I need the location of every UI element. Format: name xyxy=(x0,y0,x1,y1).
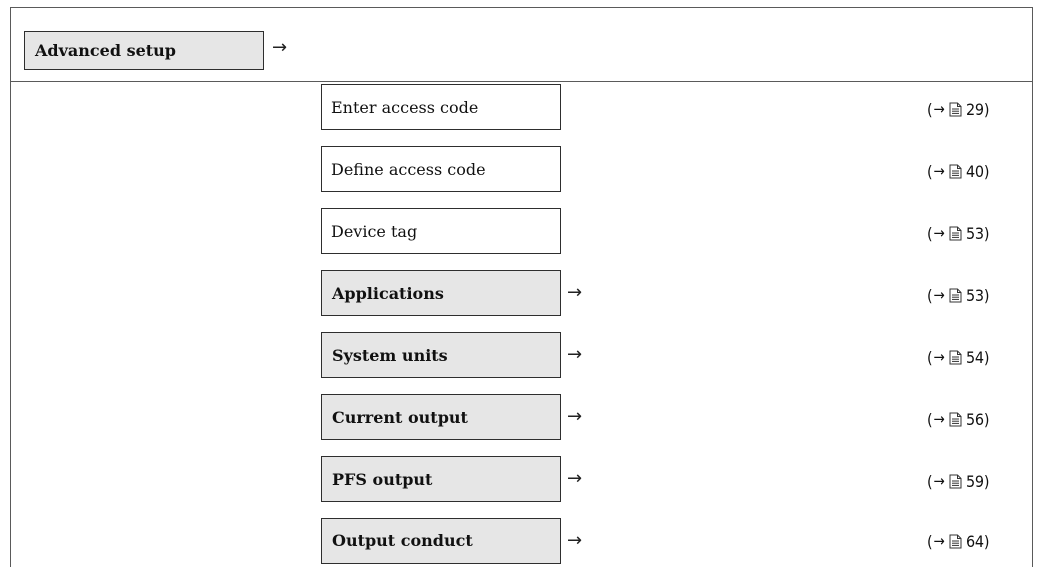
header-divider xyxy=(10,81,1033,82)
page-reference-icon xyxy=(949,288,962,302)
page-reference: (→ 40) xyxy=(927,161,990,181)
item-label: Enter access code xyxy=(331,97,479,117)
applications-submenu[interactable]: Applications xyxy=(321,270,561,316)
page-number: 54 xyxy=(965,347,984,367)
page-reference-icon xyxy=(949,412,962,426)
item-label: System units xyxy=(332,345,448,365)
page-reference-icon xyxy=(949,102,962,116)
page-reference: (→ 64) xyxy=(927,531,990,551)
system-units-submenu[interactable]: System units xyxy=(321,332,561,378)
item-label: Current output xyxy=(332,407,468,427)
current-output-submenu[interactable]: Current output xyxy=(321,394,561,440)
item-label: Define access code xyxy=(331,159,486,179)
item-label: Applications xyxy=(332,283,444,303)
system-units-arrow-icon: → xyxy=(567,344,583,365)
page-reference: (→ 59) xyxy=(927,471,990,491)
page-number: 64 xyxy=(965,531,984,551)
page-reference: (→ 53) xyxy=(927,223,990,243)
advanced-setup-arrow-icon: → xyxy=(272,37,288,58)
page-reference: (→ 29) xyxy=(927,99,990,119)
page-reference: (→ 56) xyxy=(927,409,990,429)
pfs-output-arrow-icon: → xyxy=(567,468,583,489)
page-reference-icon xyxy=(949,226,962,240)
item-label: Device tag xyxy=(331,221,418,241)
advanced-setup-menu[interactable]: Advanced setup xyxy=(24,31,264,70)
define-access-code-parameter[interactable]: Define access code xyxy=(321,146,561,192)
current-output-arrow-icon: → xyxy=(567,406,583,427)
menu-table-frame xyxy=(10,7,1033,567)
output-conduct-arrow-icon: → xyxy=(567,530,583,551)
enter-access-code-parameter[interactable]: Enter access code xyxy=(321,84,561,130)
page-reference: (→ 54) xyxy=(927,347,990,367)
page-number: 29 xyxy=(965,99,984,119)
page-reference-icon xyxy=(949,534,962,548)
page-number: 59 xyxy=(965,471,984,491)
item-label: Output conduct xyxy=(332,531,473,550)
device-tag-parameter[interactable]: Device tag xyxy=(321,208,561,254)
item-label: PFS output xyxy=(332,469,433,489)
page-number: 53 xyxy=(965,223,984,243)
advanced-setup-label: Advanced setup xyxy=(35,41,176,60)
page-number: 40 xyxy=(965,161,984,181)
pfs-output-submenu[interactable]: PFS output xyxy=(321,456,561,502)
page-reference-icon xyxy=(949,164,962,178)
page-reference: (→ 53) xyxy=(927,285,990,305)
page-number: 56 xyxy=(965,409,984,429)
applications-arrow-icon: → xyxy=(567,282,583,303)
page-reference-icon xyxy=(949,474,962,488)
page-number: 53 xyxy=(965,285,984,305)
output-conduct-submenu[interactable]: Output conduct xyxy=(321,518,561,564)
page-reference-icon xyxy=(949,350,962,364)
